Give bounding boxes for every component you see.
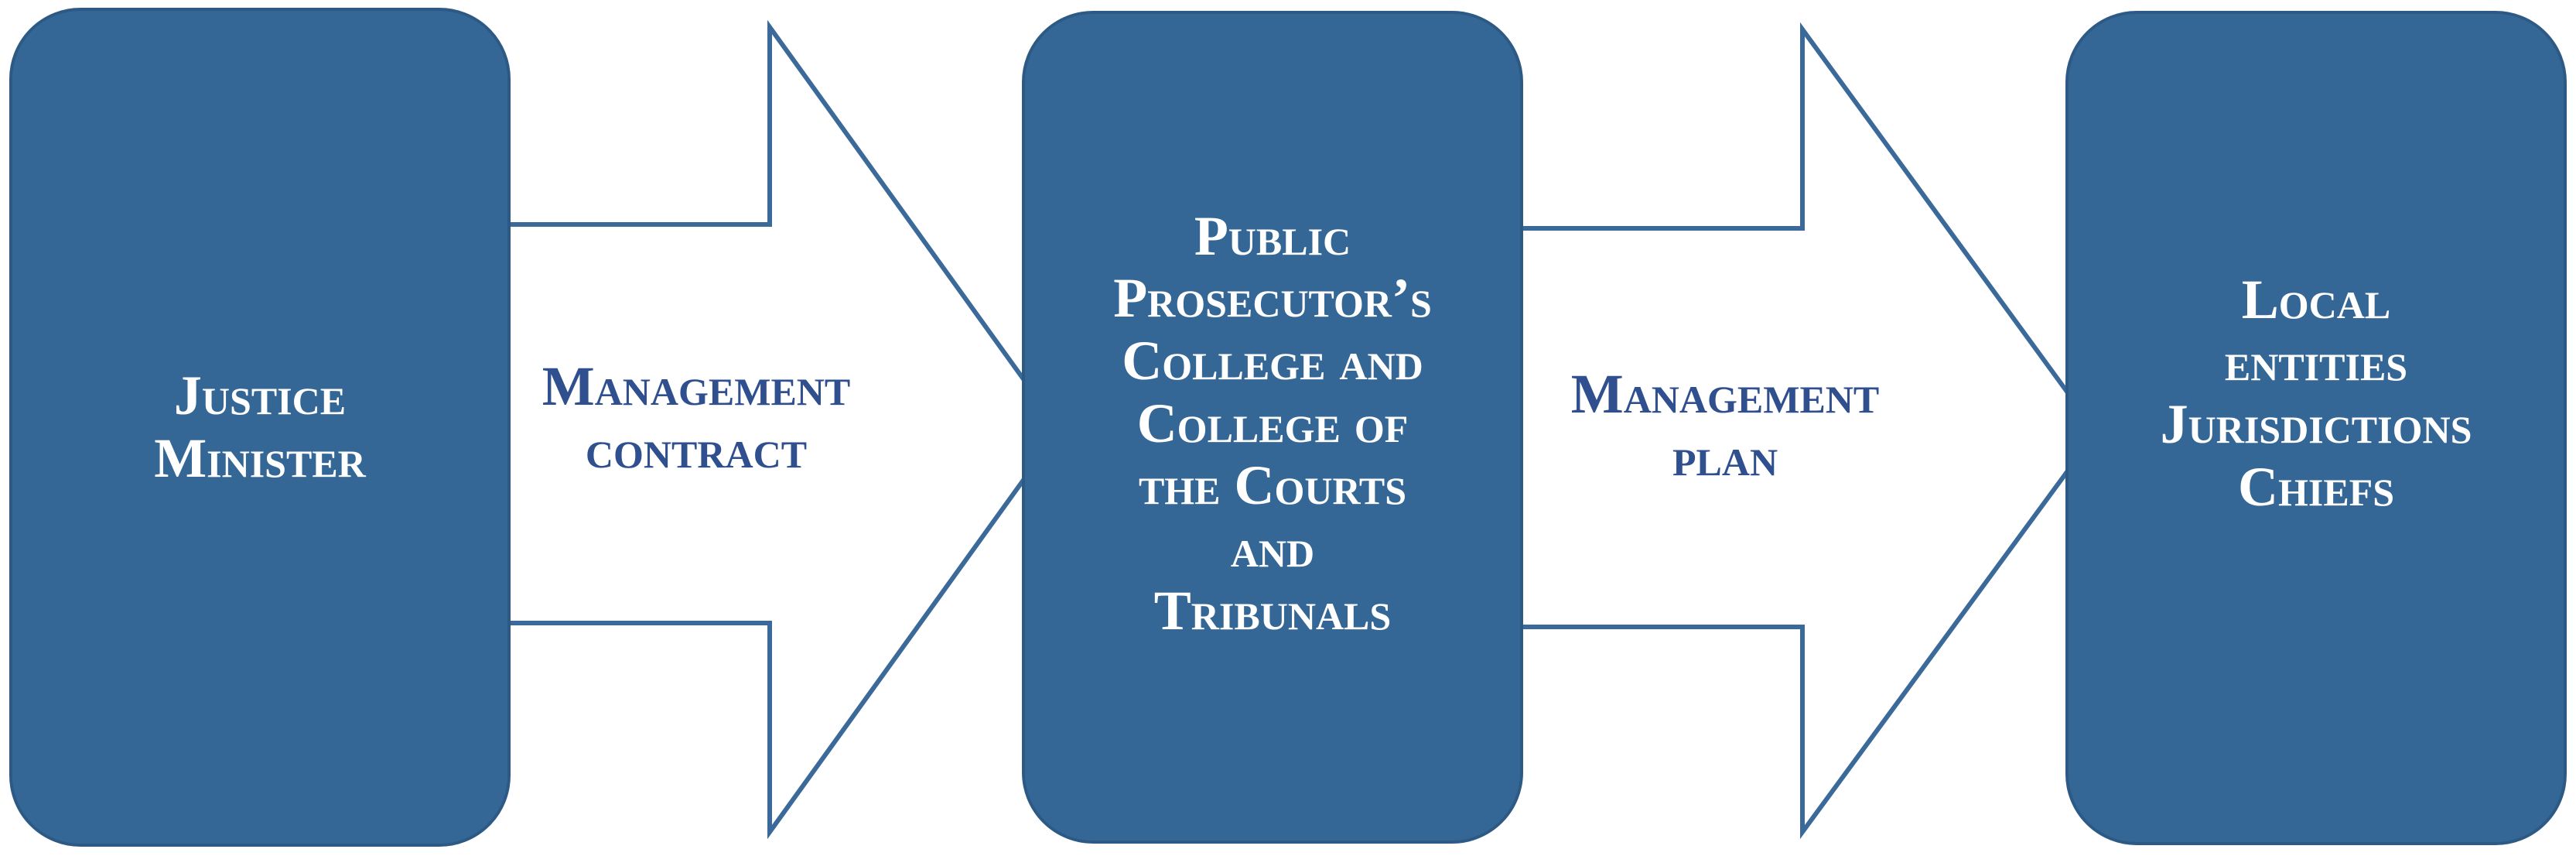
management-contract-arrow [470,19,1063,840]
management-plan-arrow [1502,22,2099,840]
college-box [1022,11,1523,844]
justice-minister-box [9,8,511,847]
local-entities-box [2065,11,2567,845]
